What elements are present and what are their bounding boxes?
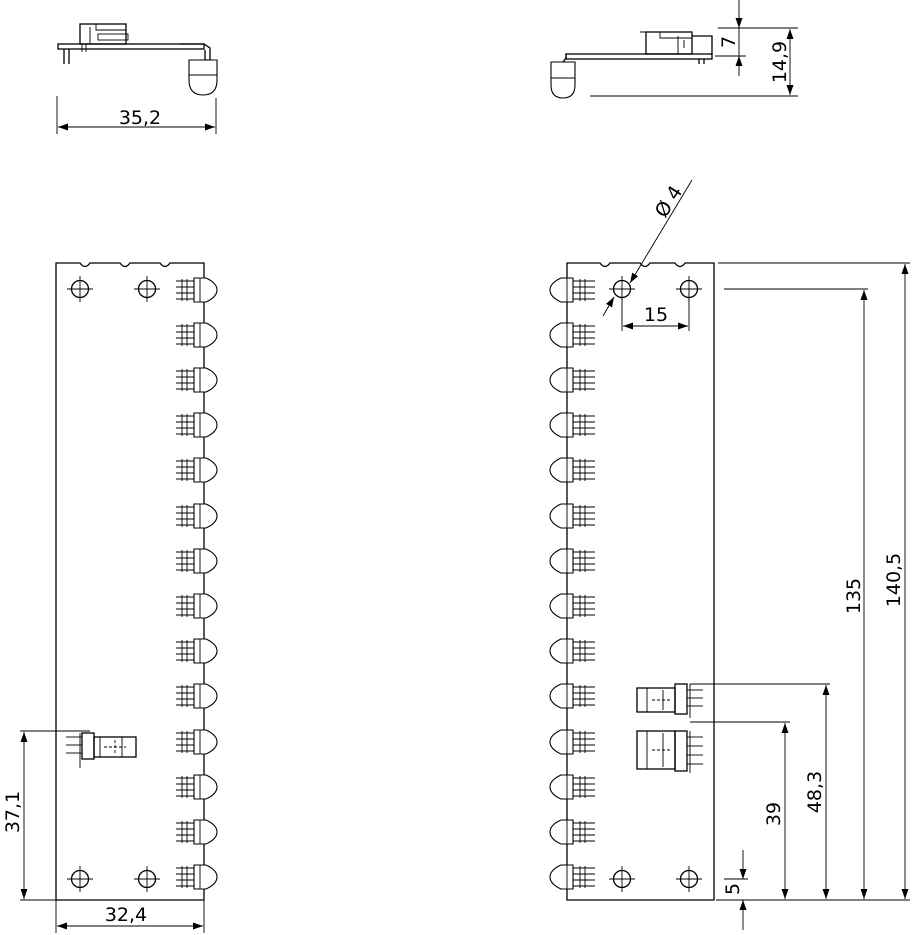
connector-left xyxy=(66,732,137,768)
right-board-view xyxy=(549,262,715,901)
dim-upper-connector-height: 48,3 xyxy=(804,771,826,813)
dim-lower-connector-height: 39 xyxy=(763,802,785,826)
dim-bottom-left-width: 32,4 xyxy=(105,904,147,926)
led-column-left xyxy=(175,277,218,890)
dim-board-height: 140,5 xyxy=(883,553,905,607)
connector-right-lower xyxy=(636,730,703,773)
dim-top-right-height: 14,9 xyxy=(769,41,791,83)
dim-hole-spacing: 15 xyxy=(644,304,668,326)
left-board-view xyxy=(55,262,218,901)
dim-top-left-width: 35,2 xyxy=(119,107,161,129)
dim-bottom-hole-height: 5 xyxy=(722,883,744,895)
top-left-side-view xyxy=(57,23,218,96)
dim-hole-diameter: Ø 4 xyxy=(651,182,687,222)
dim-top-right-small: 7 xyxy=(718,36,740,48)
top-right-side-view xyxy=(550,31,713,99)
led-column-right xyxy=(549,277,596,890)
dim-hole-height: 135 xyxy=(843,578,865,614)
connector-right-upper xyxy=(636,683,703,718)
dim-left-connector-height: 37,1 xyxy=(2,791,24,833)
